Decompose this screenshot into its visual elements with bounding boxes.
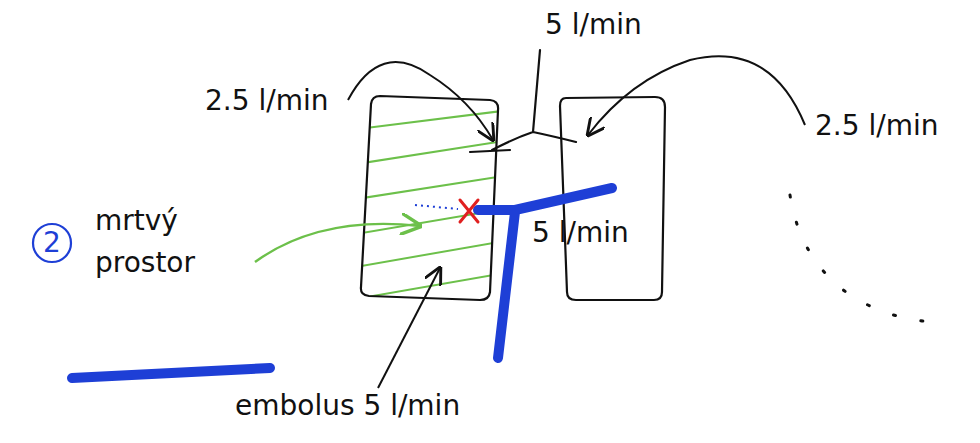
dotted-trail: [790, 195, 935, 322]
flow-rate: 2.5 l/min: [815, 105, 938, 147]
left-lung: [361, 96, 498, 300]
dead-space-label: mrtvý prostor: [95, 200, 245, 284]
blocked-flow: [415, 205, 458, 209]
flow-rate: 5 l/min: [545, 4, 642, 46]
flow-rate: 2.5 l/min: [205, 80, 328, 122]
embolus-mark: [460, 200, 478, 222]
underline: [72, 368, 270, 378]
ventilation-arrow: [588, 56, 805, 135]
callout-number: 2: [43, 222, 61, 264]
ventilation-arrow: [348, 62, 493, 140]
pulmonary-artery: [478, 188, 612, 358]
embolus-leader: [378, 268, 440, 388]
dead-space-arrow: [255, 224, 420, 262]
flow-rate: 5 l/min: [532, 212, 629, 254]
embolus-label: embolus 5 l/min: [235, 385, 460, 427]
